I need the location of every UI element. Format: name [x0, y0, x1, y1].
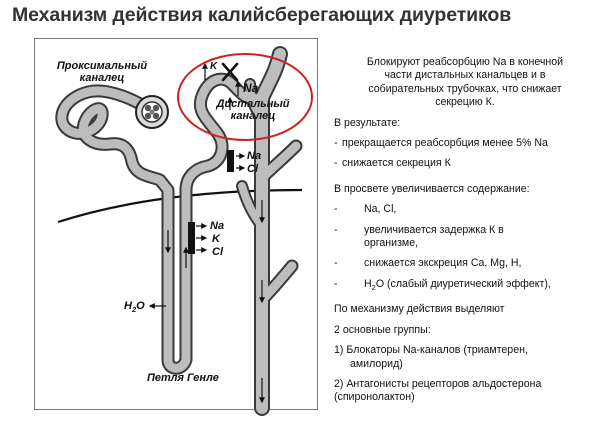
intro-line-3: собирательных трубочках, что снижает — [368, 82, 562, 95]
blockade-cross-icon — [221, 62, 239, 82]
lumen-item-4-sub: 2 — [371, 282, 376, 292]
lumen-item-1-text: Na, Cl, — [364, 203, 397, 216]
intro-line-4: секрецию К. — [435, 96, 495, 109]
label-proximal-line2: каналец — [79, 72, 125, 84]
lumen-item-4-marker: - — [334, 277, 338, 290]
diagram-frame — [34, 38, 318, 410]
water-label-h: H — [124, 300, 132, 312]
result-heading: В результате: — [334, 116, 401, 129]
label-distal-line1: Дистальный — [216, 98, 290, 110]
result-item-1-marker: - — [334, 137, 338, 150]
group-2-line-2: (спиронолактон) — [334, 391, 415, 404]
group-2-line-1: 2) Антагонисты рецепторов альдостерона — [334, 377, 542, 390]
ion-na-blocked: Na — [243, 81, 259, 95]
label-proximal-tubule: Проксимальный каналец — [54, 60, 150, 84]
ion-group2-na: Na — [210, 220, 225, 232]
transporter-block-1 — [227, 150, 234, 172]
label-distal-line2: каналец — [230, 110, 276, 122]
transporter-block-2 — [188, 222, 195, 254]
ion-k-blocked: K — [210, 61, 218, 72]
highlight-circle — [177, 53, 313, 141]
glomerulus-icon — [135, 95, 169, 129]
result-item-1-text: прекращается реабсорбция менее 5% Na — [342, 137, 548, 150]
lumen-item-2-line-1: увеличивается задержка К в — [364, 223, 504, 236]
lumen-item-3-text: снижается экскреция Ca, Mg, H, — [364, 257, 522, 270]
ion-group1-na: Na — [247, 150, 262, 162]
page-title: Механизм действия калийсберегающих диуре… — [12, 4, 512, 26]
label-distal-tubule: Дистальный каналец — [208, 98, 298, 122]
group-2: 2) Антагонисты рецепторов альдостерона (… — [334, 378, 596, 405]
result-item-2-marker: - — [334, 157, 338, 170]
mechanism-heading-1: По механизму действия выделяют — [334, 303, 505, 316]
lumen-item-4-text: O (слабый диуретический эффект), — [375, 277, 551, 290]
lumen-item-2-marker: - — [334, 223, 338, 236]
water-label: H2O — [124, 300, 145, 315]
water-label-o: O — [136, 300, 145, 312]
lumen-item-1: - Na, Cl, — [334, 203, 596, 216]
intro-paragraph: Блокируют реабсорбцию Na в конечной част… — [334, 56, 596, 110]
water-label-sub: 2 — [131, 305, 137, 315]
lumen-item-3: - снижается экскреция Ca, Mg, H, — [334, 257, 596, 270]
group-1: 1) Блокаторы Na-каналов (триамтерен, ами… — [334, 344, 596, 371]
label-loop-henle: Петля Генле — [147, 372, 219, 384]
label-proximal-line1: Проксимальный — [56, 60, 148, 72]
ion-group1-cl: Cl — [247, 163, 258, 175]
lumen-item-2-line-2: организме, — [364, 237, 419, 250]
result-item-2-text: снижается секреция К — [342, 157, 451, 170]
group-1-line-1: 1) Блокаторы Na-каналов (триамтерен, — [334, 344, 528, 357]
group-1-line-2: амилорид) — [350, 357, 403, 370]
lumen-item-4: - H2O (слабый диуретический эффект), — [334, 278, 596, 291]
intro-line-1: Блокируют реабсорбцию Na в конечной — [366, 56, 564, 68]
description-panel: Блокируют реабсорбцию Na в конечной част… — [334, 56, 596, 405]
lumen-item-4-h: H — [364, 277, 372, 290]
ion-group2-k: K — [212, 233, 220, 245]
mechanism-heading-2: 2 основные группы: — [334, 323, 431, 336]
ion-group2-cl: Cl — [212, 246, 223, 258]
result-item-1: -прекращается реабсорбция менее 5% Na — [334, 137, 596, 150]
intro-line-2: части дистальных канальцев и в — [384, 69, 546, 82]
result-item-2: -снижается секреция К — [334, 157, 596, 170]
lumen-heading: В просвете увеличивается содержание: — [334, 182, 530, 195]
lumen-item-1-marker: - — [334, 203, 338, 216]
lumen-item-3-marker: - — [334, 257, 338, 270]
